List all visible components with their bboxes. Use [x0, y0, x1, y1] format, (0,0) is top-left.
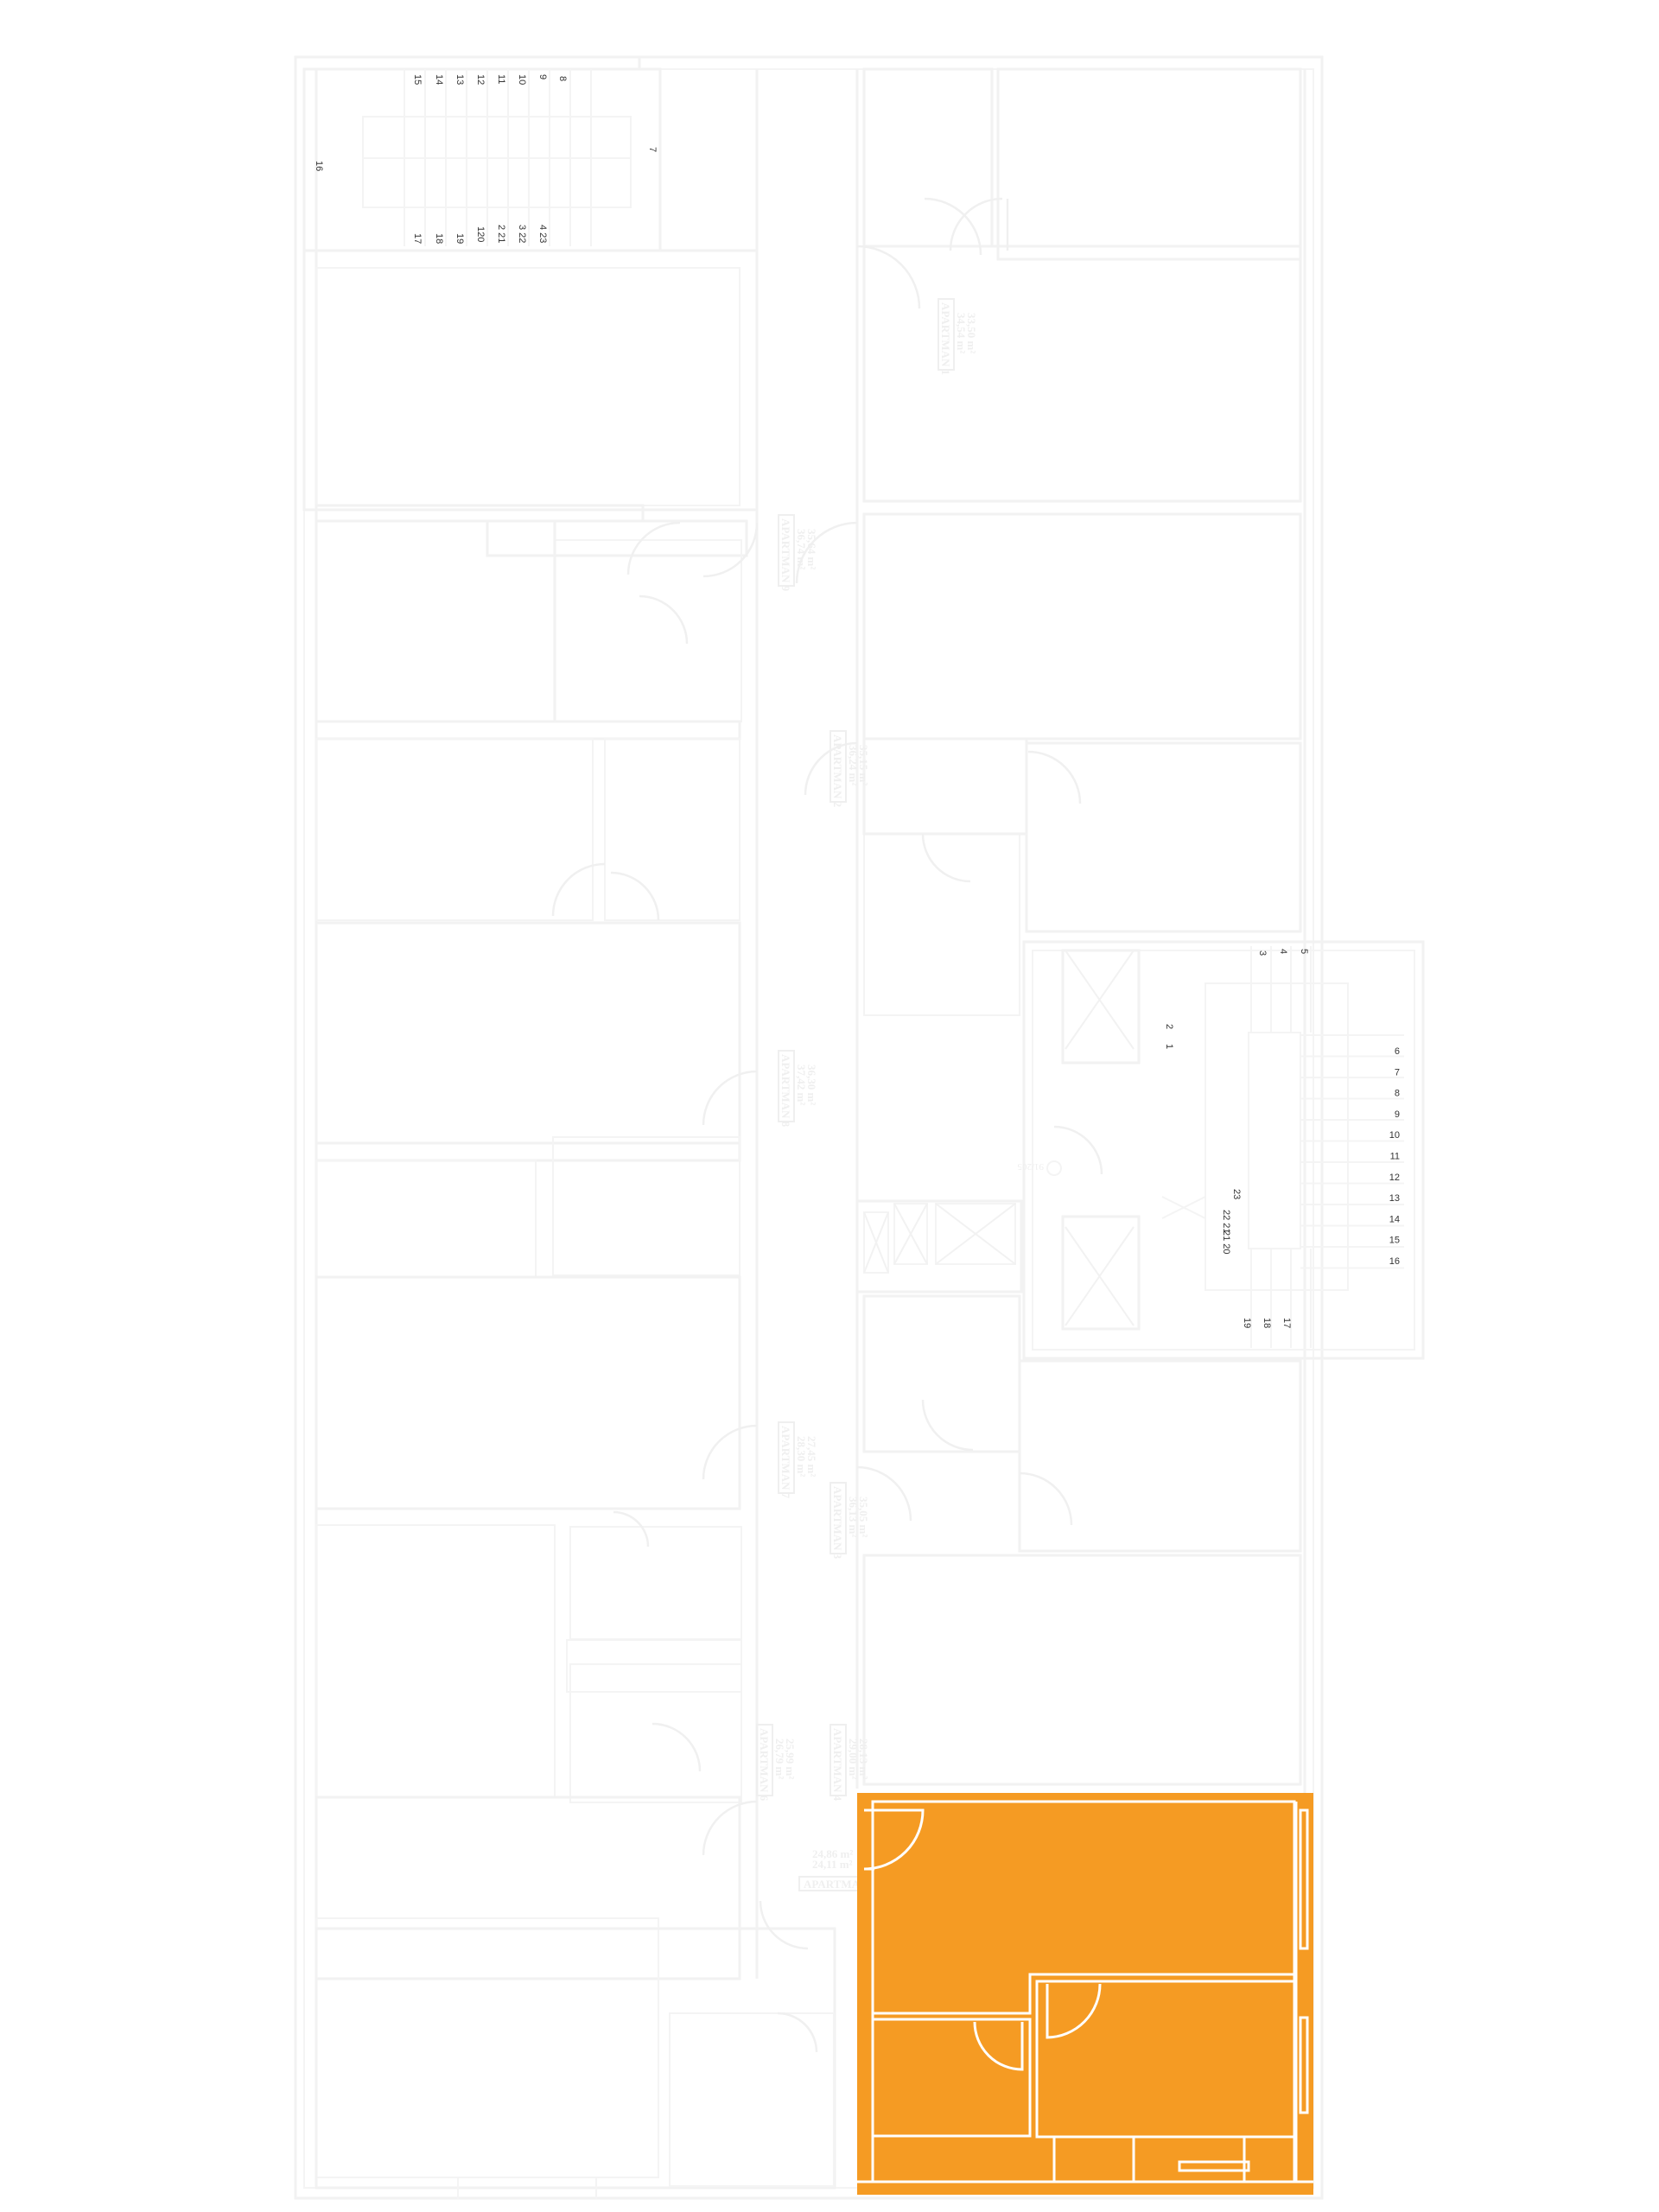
stair-number: 3 [1257, 950, 1268, 956]
apartment-gross-area: 36,74 m² [795, 529, 808, 569]
stair-number: 14 [1389, 1214, 1400, 1224]
stair-number: 12 [475, 74, 486, 85]
stair-number: 12 [1389, 1173, 1400, 1183]
stair-number: 6 [1395, 1046, 1400, 1057]
apartment-net-area: 35,15 m² [857, 745, 870, 785]
apartment-gross-area: 34,54 m² [955, 313, 968, 353]
apartment-gross-area: 24,86 m² [812, 1847, 853, 1860]
stair-number: 21 20 [1221, 1230, 1231, 1255]
apartment-name: APARTMAN 4 [831, 1728, 844, 1802]
stair-number: 2 21 [496, 225, 506, 243]
stair-number: 13 [454, 74, 465, 85]
stair-number: 5 [1299, 949, 1309, 954]
apartment-net-area: 35,05 m² [857, 1497, 870, 1537]
stair-number: 7 [647, 147, 658, 152]
stair-number: 13 [1389, 1193, 1400, 1204]
doors [551, 197, 1103, 2053]
stair-number: 22 21 [1221, 1210, 1231, 1234]
stair-number: 1 [1164, 1044, 1174, 1049]
stair-number: 15 [412, 74, 423, 85]
stair-number: 10 [517, 74, 527, 85]
stair-number: 11 [1390, 1152, 1400, 1162]
highlighted-unit-fill[interactable] [857, 1793, 1313, 2195]
apartment-name: APARTMAN 9 [779, 518, 792, 592]
stair-number: 15 [1389, 1236, 1400, 1246]
stair-number: 18 [1262, 1318, 1272, 1328]
stair-number: 3 22 [517, 225, 527, 243]
apartment-net-area: 25,99 m² [784, 1738, 797, 1779]
stair-top-left-numbers: 15 14 13 12 11 10 9 8 7 16 17 18 19 120 … [314, 74, 658, 244]
stair-number: 4 [1278, 949, 1288, 954]
stair-right [1161, 946, 1404, 1348]
stair-number: 9 [537, 74, 548, 79]
right-wing-walls [855, 67, 1425, 1786]
stair-number: 17 [412, 233, 423, 244]
stair-number: 19 [1242, 1318, 1252, 1328]
left-wing-walls [302, 57, 836, 2199]
stair-number: 9 [1395, 1109, 1400, 1120]
highlighted-unit[interactable] [857, 1793, 1313, 2195]
stair-right-numbers: 3 4 5 2 1 6 7 8 9 10 11 12 13 14 15 16 23 22 21 21… [1164, 949, 1400, 1328]
stair-number: 14 [434, 74, 444, 85]
apartment-gross-area: 26,79 m² [773, 1738, 786, 1779]
apartment-gross-area: 36,24 m² [847, 745, 860, 785]
stair-number: 16 [1389, 1256, 1400, 1267]
stair-number: 120 [475, 226, 486, 242]
stair-top-left [362, 69, 632, 246]
stair-number: 10 [1389, 1130, 1400, 1141]
svg-text:91/205: 91/205 [1017, 1161, 1044, 1172]
stair-number: 8 [1395, 1089, 1400, 1099]
stair-number: 23 [1231, 1189, 1242, 1199]
apartment-gross-area: 29,00 m² [847, 1738, 860, 1779]
apartment-gross-area: 28,30 m² [795, 1436, 808, 1477]
apartment-net-area: 27,45 m² [805, 1436, 818, 1477]
apartment-name: APARTMAN 2 [831, 734, 844, 807]
stair-number: 18 [434, 233, 444, 244]
stair-number: 7 [1395, 1067, 1400, 1077]
apartment-name: APARTMAN 7 [779, 1426, 792, 1499]
stair-number: 4 23 [537, 225, 548, 243]
apartment-name: APARTMAN 3 [831, 1486, 844, 1560]
corridor [755, 69, 859, 1979]
apartment-net-area: 35,64 m² [805, 529, 818, 569]
apartment-net-area: 36,30 m² [805, 1065, 818, 1105]
stair-number: 17 [1281, 1318, 1292, 1328]
apartment-name: APARTMAN 6 [758, 1728, 771, 1802]
stair-number: 8 [557, 76, 568, 81]
stair-number: 19 [454, 233, 465, 244]
apartment-gross-area: 37,42 m² [795, 1065, 808, 1105]
stair-number: 16 [314, 161, 324, 171]
apartment-gross-area: 36,13 m² [847, 1497, 860, 1537]
stair-number: 11 [496, 74, 506, 84]
apartment-name: APARTMAN 1 [939, 302, 952, 375]
apartment-net-area: 24,11 m² [812, 1858, 853, 1871]
fire-marker: 91/205 [1017, 1160, 1062, 1176]
apartment-net-area: 33,50 m² [965, 313, 978, 353]
stair-number: 2 [1164, 1024, 1174, 1029]
apartment-net-area: 28,13 m² [857, 1738, 870, 1779]
apartment-name: APARTMAN 8 [779, 1054, 792, 1128]
